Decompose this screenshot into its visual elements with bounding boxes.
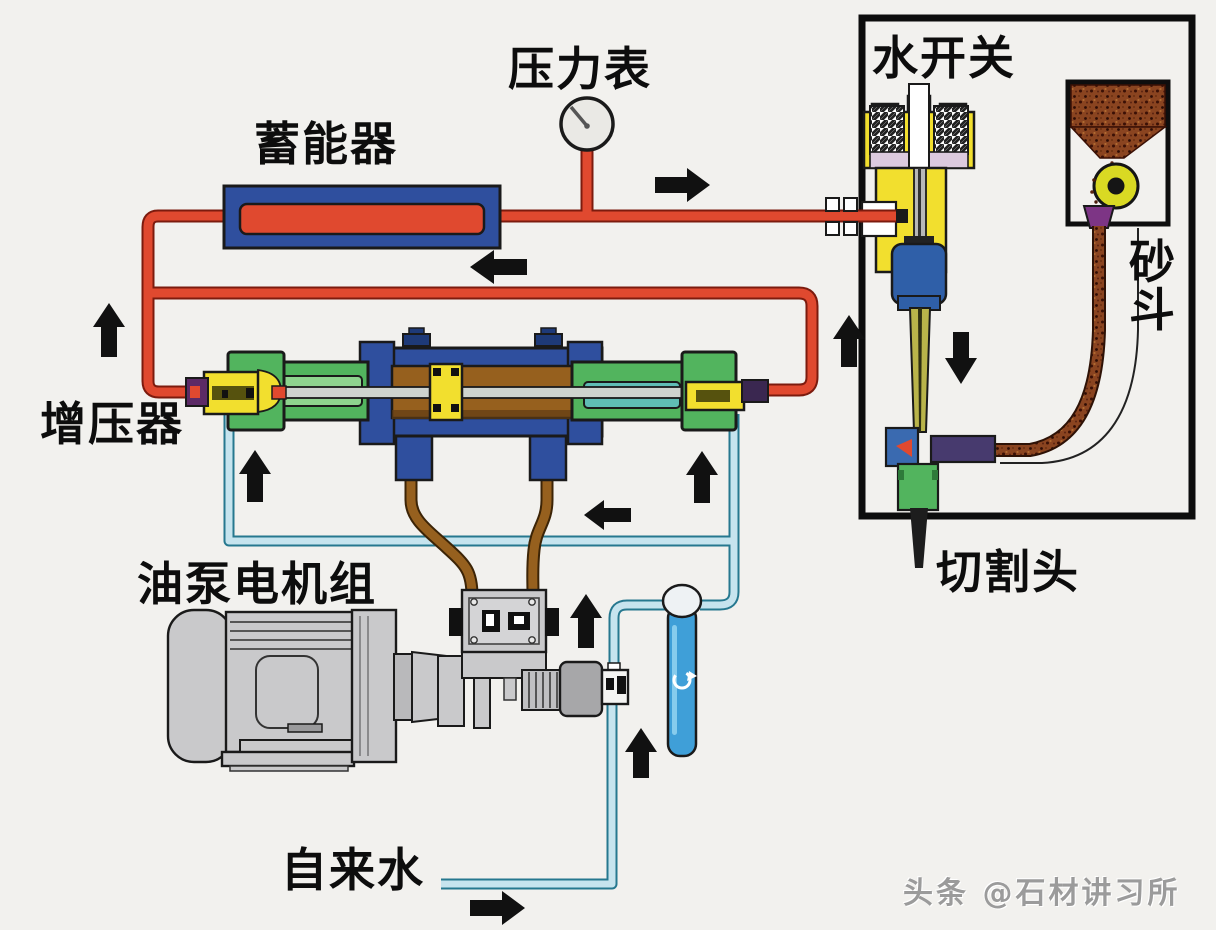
pipe-coupling bbox=[825, 197, 858, 236]
feed-water-pipe bbox=[223, 413, 740, 890]
flow-arrow-left-return bbox=[470, 250, 527, 284]
check-valve-right bbox=[684, 379, 769, 412]
water-filter bbox=[661, 583, 703, 758]
bolt-icon bbox=[402, 327, 563, 347]
air-line bbox=[1000, 228, 1139, 464]
oil-piston bbox=[428, 362, 464, 422]
enclosure-box bbox=[858, 14, 1196, 520]
cutting-head-label: 切割头 bbox=[936, 545, 1080, 599]
metering-wheel bbox=[1090, 162, 1140, 210]
gauge-needle bbox=[569, 105, 589, 128]
piston-rod bbox=[273, 386, 693, 399]
watermark: 头条 @石材讲习所 bbox=[903, 876, 1181, 911]
accumulator bbox=[222, 184, 502, 250]
nozzle bbox=[910, 508, 928, 568]
motor-nameplate bbox=[255, 655, 319, 729]
water-switch-label: 水开关 bbox=[872, 31, 1016, 85]
flow-arrow-up-water-left bbox=[239, 450, 271, 502]
flow-arrows bbox=[93, 168, 977, 925]
water-inlet-valve bbox=[600, 662, 630, 706]
flow-arrow-left-water bbox=[584, 500, 631, 530]
pump-motor-label: 油泵电机组 bbox=[137, 557, 377, 611]
flow-arrow-up-left bbox=[93, 303, 125, 357]
oil-pipes bbox=[404, 436, 554, 597]
sand-hopper-label: 砂斗 bbox=[1129, 235, 1175, 338]
inlet-fitting-left bbox=[185, 377, 209, 407]
sand-hopper bbox=[1065, 79, 1171, 229]
accumulator-label: 蓄能器 bbox=[254, 117, 398, 171]
pressure-gauge bbox=[559, 96, 615, 152]
oil-pump bbox=[437, 588, 630, 729]
water-switch bbox=[858, 83, 976, 311]
flow-arrow-up-right bbox=[833, 315, 865, 367]
flow-arrow-down-switch bbox=[945, 332, 977, 384]
pump-head bbox=[449, 588, 559, 654]
pressure-gauge-label: 压力表 bbox=[508, 42, 652, 96]
flow-arrow-up-water-right bbox=[686, 451, 718, 503]
hopper-outlet bbox=[1082, 205, 1116, 229]
flow-arrow-right-top bbox=[655, 168, 710, 202]
flow-arrow-up-oil bbox=[570, 594, 602, 648]
gland-nut bbox=[890, 242, 948, 311]
intensifier-label: 增压器 bbox=[40, 397, 184, 451]
electric-motor bbox=[166, 608, 465, 772]
flow-arrow-right-tap bbox=[470, 891, 525, 925]
abrasive-tube bbox=[993, 226, 1139, 464]
spring-icon bbox=[869, 105, 969, 155]
tap-water-label: 自来水 bbox=[281, 843, 425, 897]
cutting-head bbox=[884, 307, 997, 568]
intensifier bbox=[185, 327, 769, 482]
tube-sleeve bbox=[929, 434, 997, 464]
high-pressure-water-pipe bbox=[141, 149, 903, 399]
check-valve-left bbox=[202, 370, 260, 416]
filter-swirl-icon bbox=[672, 670, 697, 690]
motor-fins bbox=[230, 621, 352, 650]
flow-arrow-up-tap bbox=[625, 728, 657, 778]
